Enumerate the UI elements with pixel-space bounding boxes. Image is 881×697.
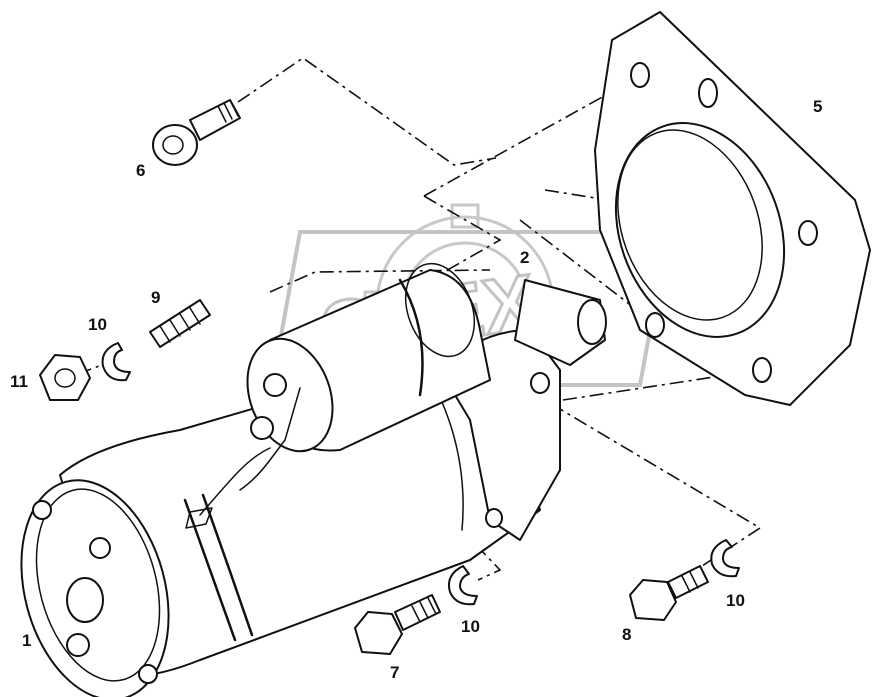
terminal-stud [89, 537, 111, 559]
callout-8: 8 [622, 625, 631, 644]
lock-washer [447, 565, 478, 606]
mounting-flange [594, 11, 871, 406]
through-bolt-head [32, 500, 52, 520]
solenoid-terminal [263, 373, 287, 397]
flange-bolt-hole [645, 312, 665, 338]
callout-9: 9 [151, 288, 160, 307]
hex-bolt [629, 565, 709, 621]
callout-7: 7 [390, 663, 399, 682]
terminal-stud [66, 633, 90, 657]
solenoid [239, 262, 491, 491]
hex-bolt [354, 594, 441, 655]
callout-1: 1 [22, 631, 31, 650]
flange-bolt-hole [630, 62, 650, 88]
hex-nut [39, 354, 91, 401]
lock-washer [710, 539, 740, 578]
lock-washer [101, 342, 131, 382]
housing-bolt-hole [485, 508, 503, 528]
housing-bolt-hole [530, 372, 550, 394]
through-bolt-head [138, 664, 158, 684]
callout-labels: 1 2 5 6 7 8 9 10 10 10 11 [10, 97, 822, 682]
callout-2: 2 [520, 248, 529, 267]
callout-5: 5 [813, 97, 822, 116]
callout-10: 10 [88, 315, 107, 334]
end-cap-boss [66, 577, 104, 623]
callout-6: 6 [136, 161, 145, 180]
flange-bolt-hole [798, 220, 818, 246]
flange-bolt-hole [752, 357, 772, 383]
callout-11: 11 [10, 372, 28, 391]
pinion-drive [514, 279, 606, 366]
callout-10: 10 [726, 591, 745, 610]
solenoid-terminal [250, 416, 274, 440]
pinion-gear [577, 299, 607, 345]
threaded-stud [149, 299, 211, 348]
flange-bolt-hole [698, 78, 718, 108]
callout-10: 10 [461, 617, 480, 636]
socket-head-screw [152, 99, 241, 166]
